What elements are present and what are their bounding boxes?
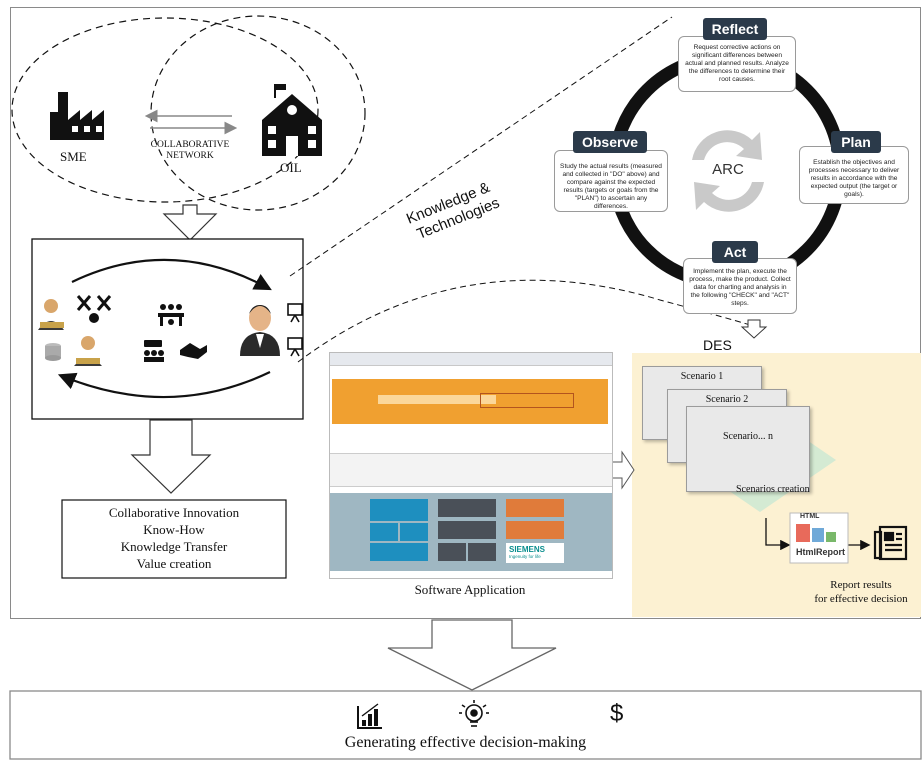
software-model-canvas [332, 379, 608, 424]
reflect-description: Request corrective actions on significan… [678, 36, 796, 92]
software-brand: SIEMENS [509, 545, 546, 554]
html-report-badge: HTML [800, 513, 820, 520]
collab-network-label: COLLABORATIVE NETWORK [140, 140, 240, 162]
report-results-caption: Report results for effective decision [796, 578, 923, 606]
outcome-item: Value creation [136, 556, 212, 571]
scenarios-caption: Scenarios creation [736, 484, 810, 495]
hollow-down-arrow-top [162, 204, 218, 241]
plan-description: Establish the objectives and processes n… [799, 146, 909, 204]
act-label: Act [712, 241, 758, 263]
presentation-board-icon-2 [287, 337, 303, 357]
bar-chart-icon [357, 703, 382, 729]
hollow-down-arrow-bottom [387, 619, 557, 691]
html-report-label: HtmlReport [796, 547, 845, 557]
oil-label: OIL [280, 160, 302, 175]
presentation-board-icon-1 [287, 303, 303, 323]
software-caption: Software Application [414, 582, 526, 597]
scenario-label: Scenario... n [723, 431, 773, 442]
scenario-label: Scenario 2 [705, 394, 749, 405]
collab-network-line1: COLLABORATIVE [150, 140, 230, 150]
factory-icon [50, 92, 104, 140]
outcomes-box [61, 499, 287, 579]
software-tagline: Ingenuity for life [509, 554, 541, 559]
arc-center-label: ARC [712, 161, 744, 178]
presentation-group-icon [144, 340, 164, 362]
act-description: Implement the plan, execute the process,… [683, 258, 797, 314]
software-toolbar [330, 353, 612, 366]
outcome-item: Know-How [143, 522, 205, 537]
software-ribbon [330, 453, 612, 487]
bottom-title: Generating effective decision-making [344, 734, 587, 751]
reflect-label: Reflect [703, 18, 767, 40]
sme-network-ellipse [11, 17, 319, 203]
manager-icon-1 [38, 299, 64, 330]
institution-building-icon [262, 84, 322, 156]
manager-icon-2 [74, 336, 102, 366]
handshake-icon [180, 343, 207, 359]
meeting-table-icon [158, 304, 184, 326]
lightbulb-gear-icon [459, 700, 489, 727]
outcomes-list: Collaborative Innovation Know-How Knowle… [62, 504, 286, 572]
report-document-icon [873, 525, 908, 561]
sme-label: SME [60, 149, 87, 164]
outcome-item: Collaborative Innovation [108, 505, 240, 520]
bottom-box [9, 690, 922, 760]
cycle-arrows-icon [692, 130, 764, 212]
report-caption-line2: for effective decision [814, 593, 908, 605]
observe-description: Study the actual results (measured and c… [554, 150, 668, 212]
software-dashboard: SIEMENS Ingenuity for life [330, 493, 612, 571]
des-label: DES [703, 337, 732, 353]
software-screenshot: SIEMENS Ingenuity for life [329, 352, 613, 579]
hollow-right-arrow [610, 450, 635, 490]
scenario-label: Scenario 1 [680, 371, 724, 382]
dollar-icon: $ [610, 700, 624, 727]
collab-network-line2: NETWORK [166, 151, 214, 161]
plan-label: Plan [831, 131, 881, 153]
observe-label: Observe [573, 131, 647, 153]
hollow-down-arrow-mid [130, 419, 212, 494]
businessman-icon [240, 305, 280, 356]
database-icon [45, 343, 61, 361]
tools-icon [76, 295, 112, 323]
top-panel-frame [10, 7, 921, 619]
html-report-icon [789, 512, 849, 564]
report-caption-line1: Report results [830, 579, 892, 591]
oil-network-ellipse [150, 15, 366, 211]
outcome-item: Knowledge Transfer [120, 539, 228, 554]
scenario-card-n: Scenario... n [686, 406, 810, 492]
